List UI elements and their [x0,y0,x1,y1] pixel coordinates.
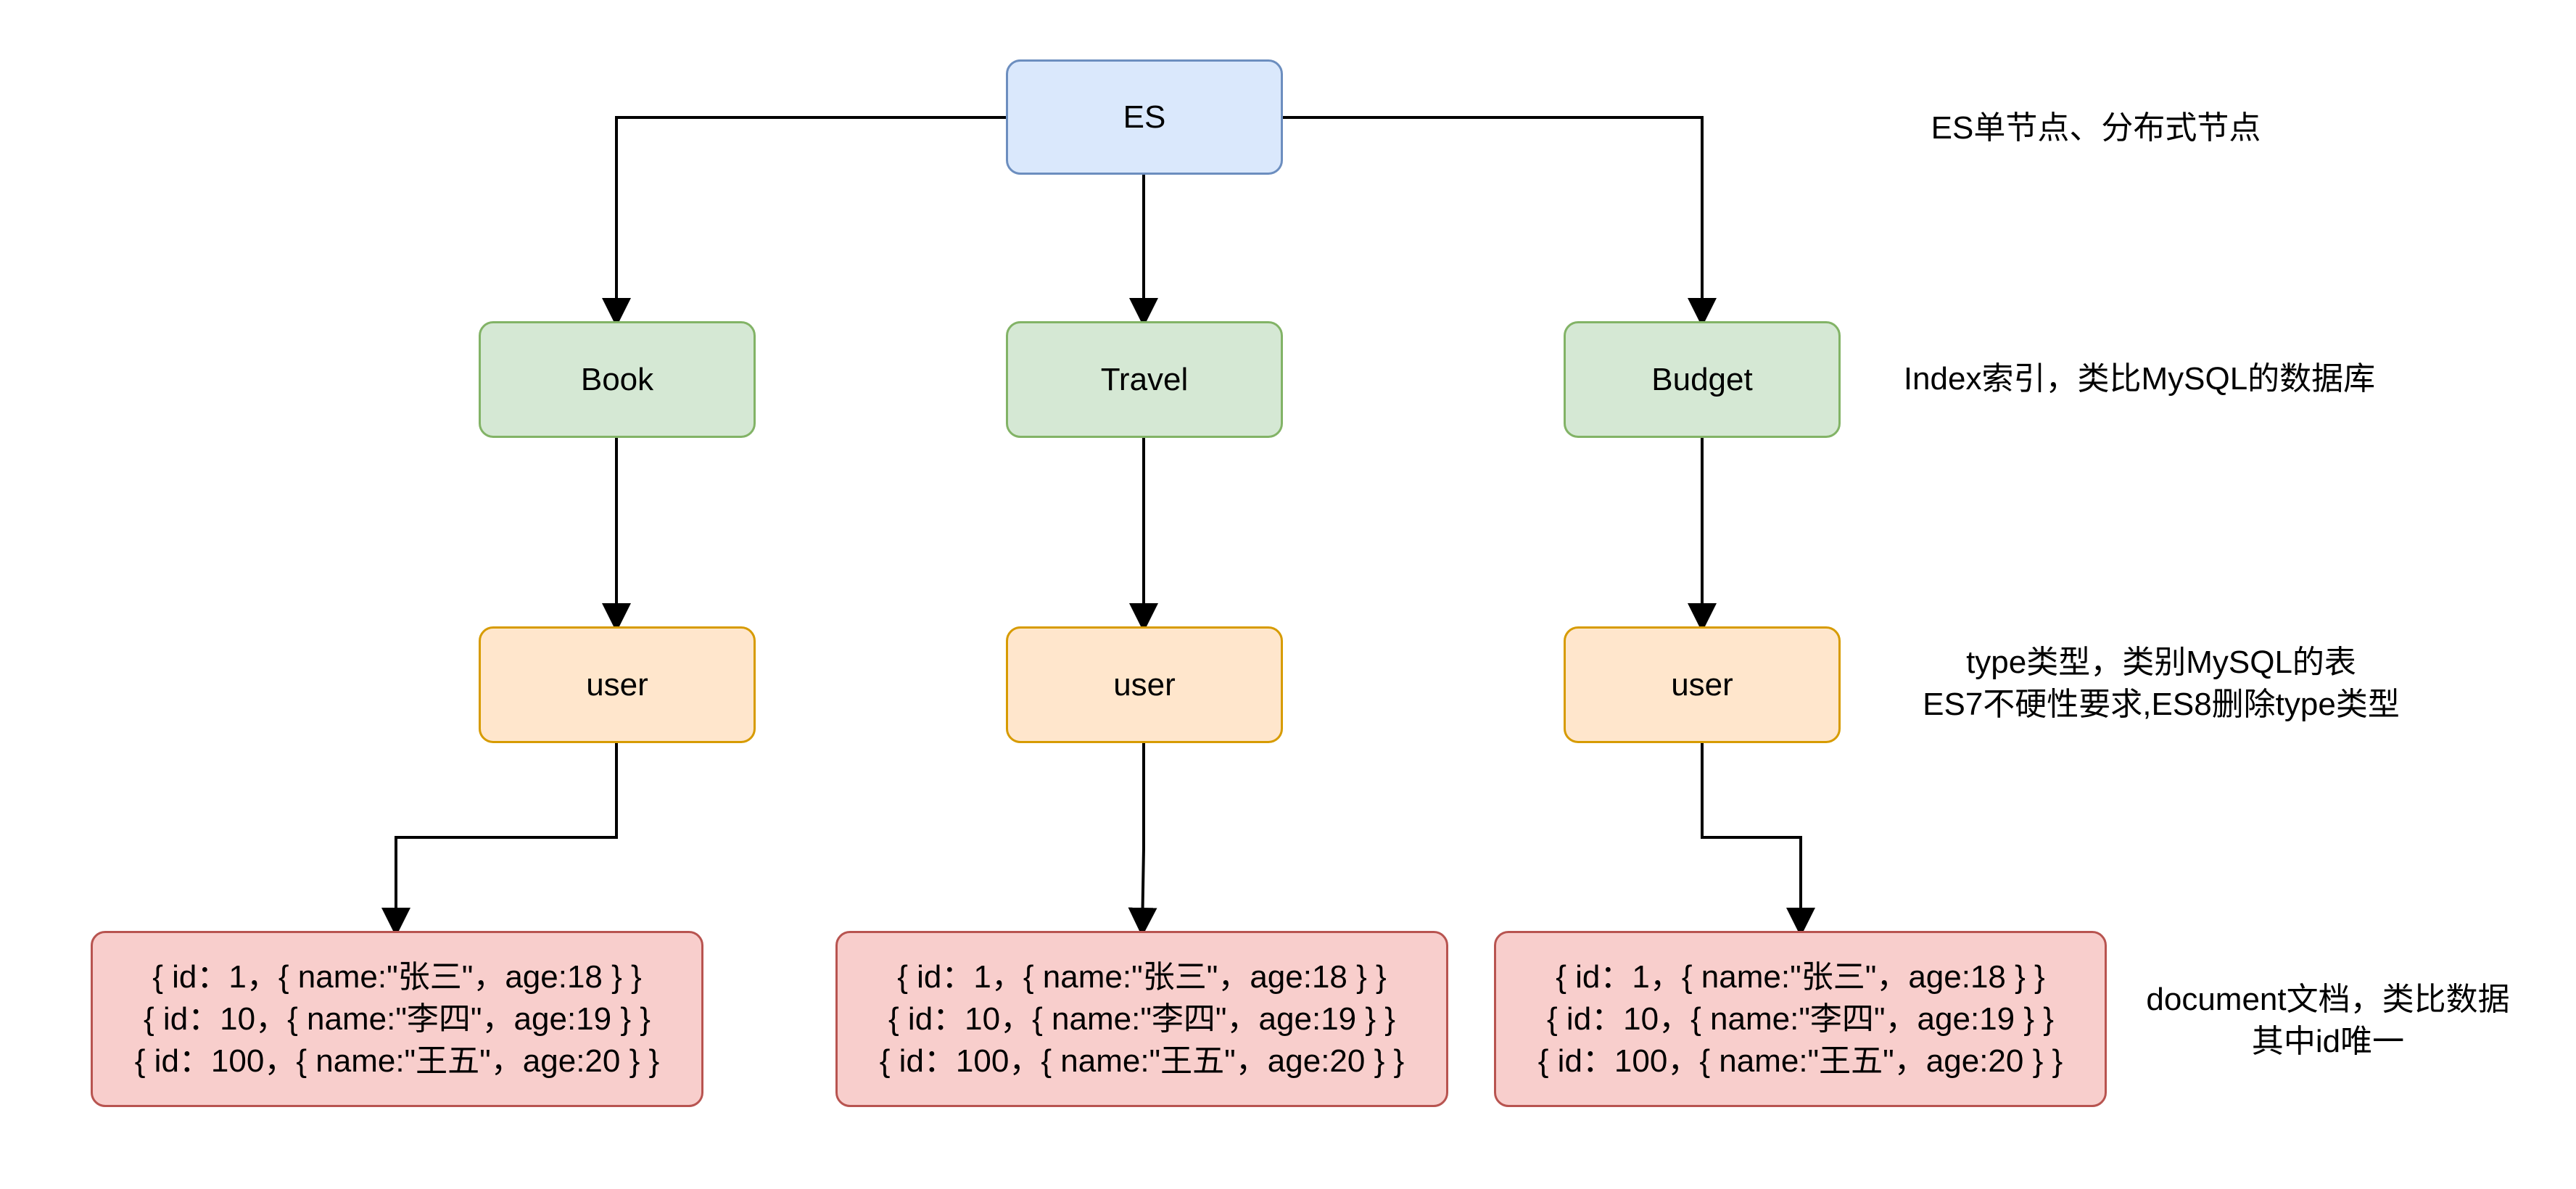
document-node-3: { id：1，{ name:"张三"，age:18 } } { id：10，{ … [1494,931,2107,1107]
note-document: document文档，类比数据 其中id唯一 [2110,979,2546,1063]
note-index-text: Index索引，类比MySQL的数据库 [1903,361,2376,397]
type-node-label: user [1113,666,1176,703]
document-line: { id：10，{ name:"李四"，age:19 } } [888,1000,1395,1037]
type-node-travel-user: user [1006,626,1283,743]
es-node-label: ES [1123,99,1166,135]
document-node-2: { id：1，{ name:"张三"，age:18 } } { id：10，{ … [835,931,1448,1107]
note-document-line2: 其中id唯一 [2251,1024,2405,1059]
note-type-line2: ES7不硬性要求,ES8删除type类型 [1923,687,2400,722]
type-node-budget-user: user [1564,626,1841,743]
note-es: ES单节点、分布式节点 [1871,107,2321,149]
document-line: { id：1，{ name:"张三"，age:18 } } [152,958,642,995]
index-node-book: Book [479,321,756,438]
type-node-label: user [1671,666,1733,703]
index-node-label: Travel [1100,361,1189,397]
document-line: { id：100，{ name:"王五"，age:20 } } [1537,1043,2063,1079]
document-node-1: { id：1，{ name:"张三"，age:18 } } { id：10，{ … [91,931,703,1107]
edge-es-book [602,116,1008,327]
index-node-travel: Travel [1006,321,1283,438]
document-line: { id：10，{ name:"李四"，age:19 } } [1547,1000,2054,1037]
document-line: { id：1，{ name:"张三"，age:18 } } [897,958,1387,995]
type-node-label: user [586,666,648,703]
index-node-label: Budget [1651,361,1753,397]
type-node-book-user: user [479,626,756,743]
note-es-text: ES单节点、分布式节点 [1931,110,2261,146]
document-line: { id：100，{ name:"王五"，age:20 } } [134,1043,660,1079]
edge-user-doc-3 [1701,742,1815,937]
index-node-budget: Budget [1564,321,1841,438]
edge-user-doc-2 [1128,742,1157,937]
note-index: Index索引，类比MySQL的数据库 [1857,358,2422,400]
document-line: { id：1，{ name:"张三"，age:18 } } [1556,958,2045,995]
note-type: type类型，类别MySQL的表 ES7不硬性要求,ES8删除type类型 [1878,642,2444,726]
note-type-line1: type类型，类别MySQL的表 [1966,645,2356,680]
document-line: { id：10，{ name:"李四"，age:19 } } [144,1000,651,1037]
note-document-line1: document文档，类比数据 [2146,982,2510,1017]
index-node-label: Book [580,361,654,397]
edge-es-budget [1281,116,1717,327]
document-line: { id：100，{ name:"王五"，age:20 } } [879,1043,1405,1079]
edge-user-doc-1 [381,742,618,937]
es-node: ES [1006,59,1283,175]
